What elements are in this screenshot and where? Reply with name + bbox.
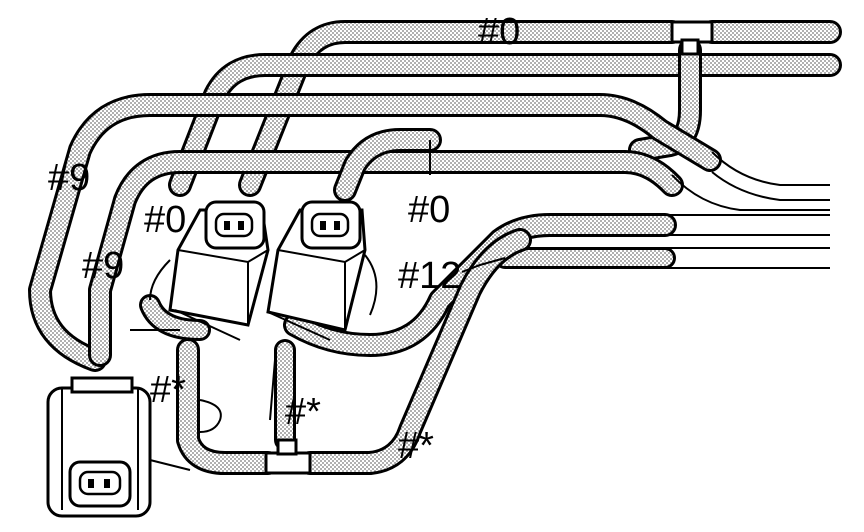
connector-icon [68,460,132,508]
label-hose-12: #12 [398,255,461,297]
solenoid-valve-right [266,200,367,341]
label-hose-0-right: #0 [408,189,450,231]
hose-12 [283,213,677,357]
leader-12 [461,257,506,273]
solenoid-valve-bottom-left [46,376,152,518]
solenoid-valve-left [168,200,270,341]
label-hose-9-upper: #9 [48,157,90,199]
label-hose-star-right: #* [398,425,434,467]
hose-0-right-valve [333,128,442,202]
label-hose-0-top: #0 [478,11,520,53]
canister-outline [130,254,378,471]
connector-icon [204,200,266,250]
pipes-right [665,151,830,269]
hose-9-outer [28,93,722,372]
tee-fitting-top [670,20,714,56]
connector-icon [300,200,362,250]
label-hose-0-left: #0 [144,199,186,241]
hose-star-right [298,228,532,475]
label-hose-9-lower: #9 [82,245,124,287]
label-hose-star-left: #* [150,369,186,411]
hose-star-left [176,338,280,475]
hose-left-valve-loop [139,294,211,341]
tee-fitting-bottom [264,438,312,475]
hose-9-inner [88,150,684,367]
label-hose-star-mid: #* [285,391,321,433]
